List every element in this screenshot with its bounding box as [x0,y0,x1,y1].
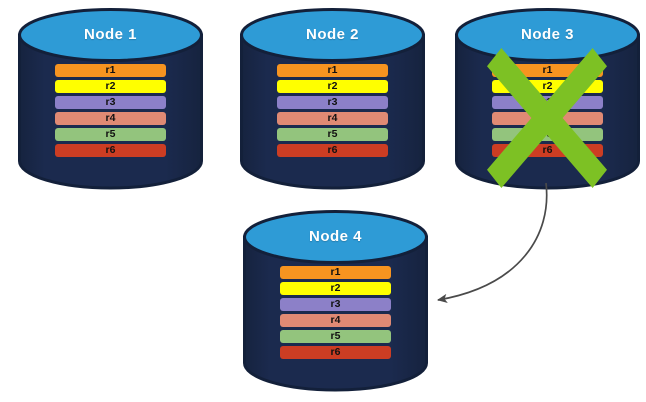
node-4-rows: r1 r2 r3 r4 r5 r6 [243,266,428,359]
row-label: r5 [327,128,338,141]
row-label: r6 [105,144,116,157]
node-4-row-r4[interactable]: r4 [280,314,391,327]
node-4-row-r2[interactable]: r2 [280,282,391,295]
row-label: r3 [542,96,553,109]
node-2-row-r3[interactable]: r3 [277,96,388,109]
row-label: r6 [330,346,341,359]
node-4-row-r1[interactable]: r1 [280,266,391,279]
row-label: r6 [327,144,338,157]
node-1-rows: r1 r2 r3 r4 r5 r6 [18,64,203,157]
node-3-row-r1[interactable]: r1 [492,64,603,77]
node-4-row-r5[interactable]: r5 [280,330,391,343]
node-1-row-r2[interactable]: r2 [55,80,166,93]
node-2-row-r6[interactable]: r6 [277,144,388,157]
row-label: r6 [542,144,553,157]
node-1-row-r5[interactable]: r5 [55,128,166,141]
row-label: r1 [330,266,341,279]
row-label: r3 [330,298,341,311]
row-label: r2 [327,80,338,93]
node-3-row-r5[interactable]: r5 [492,128,603,141]
row-label: r4 [330,314,341,327]
arrow-path [436,182,548,303]
node-3-row-r2[interactable]: r2 [492,80,603,93]
node-1-row-r6[interactable]: r6 [55,144,166,157]
cylinder-top-ellipse [240,8,425,62]
node-2-row-r2[interactable]: r2 [277,80,388,93]
row-label: r1 [542,64,553,77]
cylinder-top-ellipse [455,8,640,62]
row-label: r2 [330,282,341,295]
row-label: r1 [327,64,338,77]
node-2-row-r5[interactable]: r5 [277,128,388,141]
row-label: r3 [105,96,116,109]
row-label: r4 [105,112,116,125]
node-2-row-r1[interactable]: r1 [277,64,388,77]
node-4-row-r6[interactable]: r6 [280,346,391,359]
row-label: r5 [542,128,553,141]
node-1-row-r1[interactable]: r1 [55,64,166,77]
node-4-row-r3[interactable]: r3 [280,298,391,311]
row-label: r4 [327,112,338,125]
node-2-rows: r1 r2 r3 r4 r5 r6 [240,64,425,157]
node-3-rows: r1 r2 r3 r4 r5 r6 [455,64,640,157]
row-label: r1 [105,64,116,77]
node-1-row-r4[interactable]: r4 [55,112,166,125]
row-label: r4 [542,112,553,125]
row-label: r5 [330,330,341,343]
row-label: r2 [105,80,116,93]
node-3-row-r3[interactable]: r3 [492,96,603,109]
row-label: r2 [542,80,553,93]
node-3-row-r6[interactable]: r6 [492,144,603,157]
row-label: r3 [327,96,338,109]
cylinder-top-ellipse [243,210,428,264]
node-1-row-r3[interactable]: r3 [55,96,166,109]
row-label: r5 [105,128,116,141]
node-2-row-r4[interactable]: r4 [277,112,388,125]
node-3-row-r4[interactable]: r4 [492,112,603,125]
cylinder-top-ellipse [18,8,203,62]
